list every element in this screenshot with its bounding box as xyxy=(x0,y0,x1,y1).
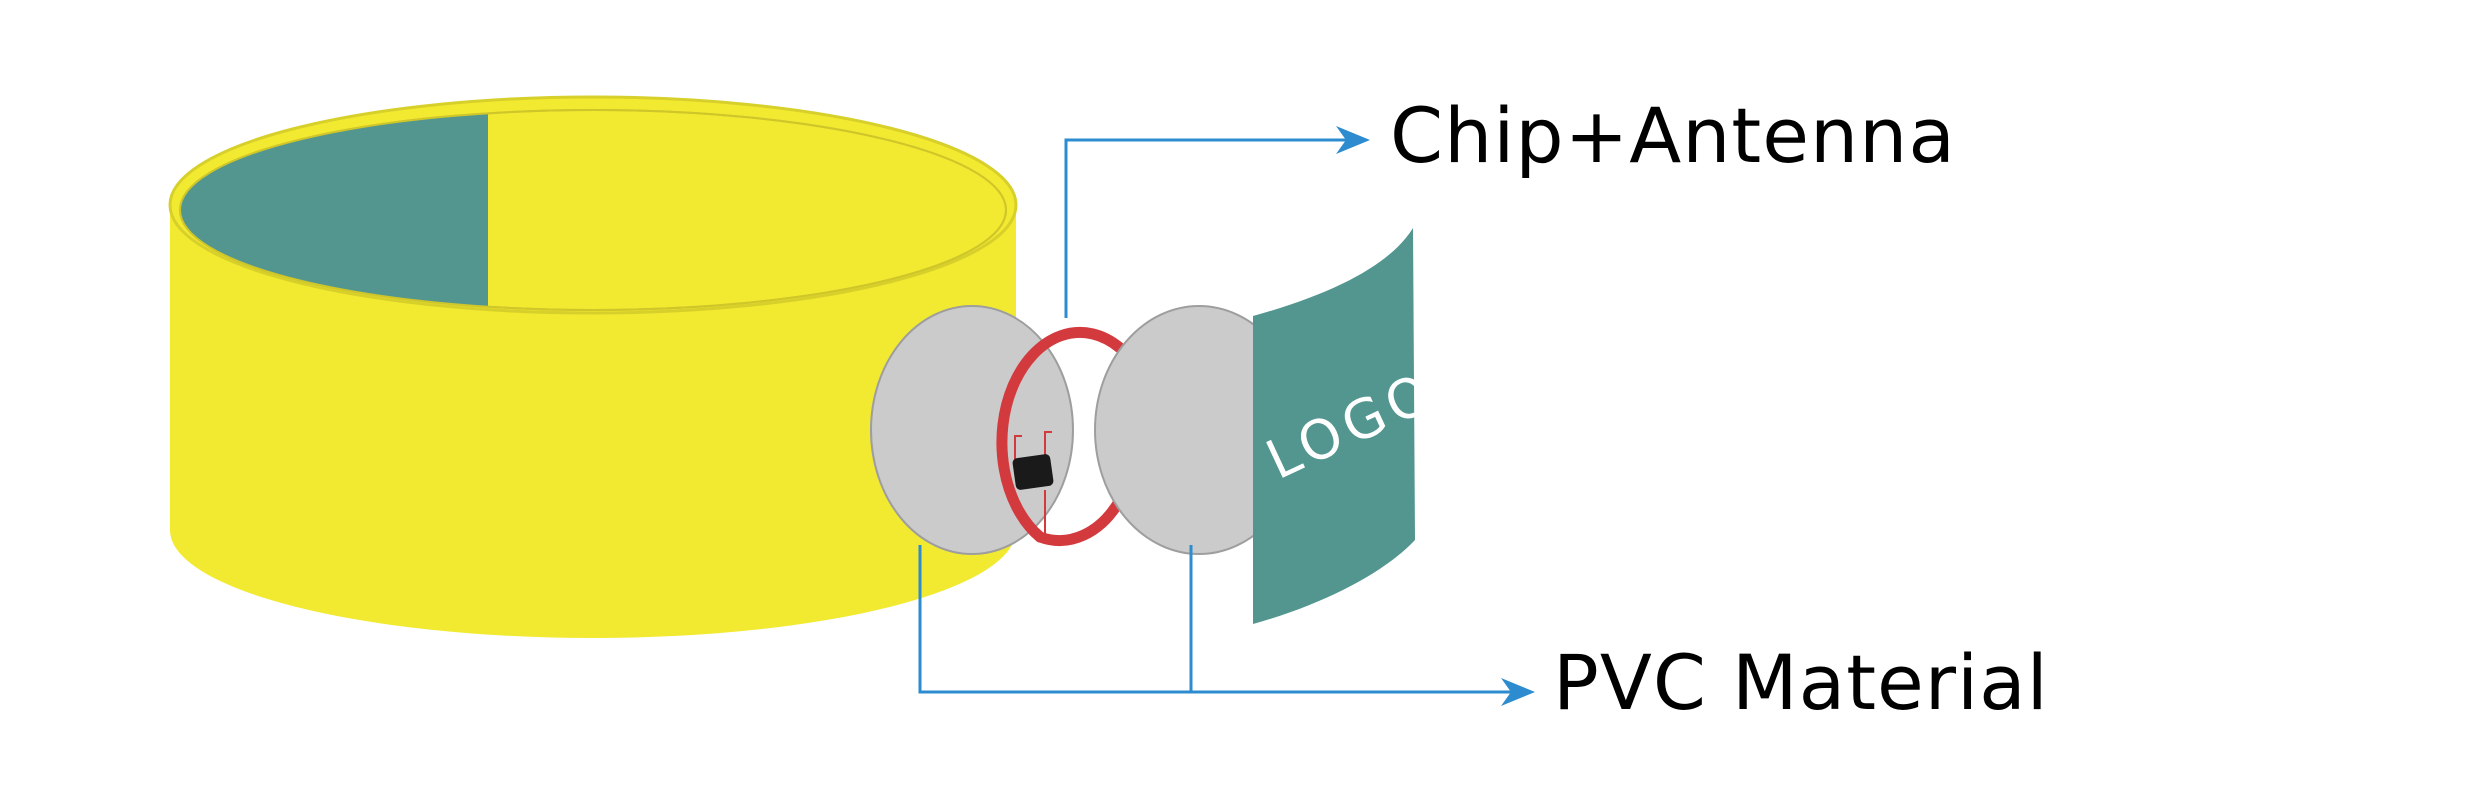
pvc-material-label: PVC Material xyxy=(1553,638,2049,727)
callout-pvc-material xyxy=(918,545,1535,706)
arrow-right-icon xyxy=(1336,126,1370,154)
chip-antenna-label: Chip+Antenna xyxy=(1390,91,1956,180)
arrow-right-icon xyxy=(1501,678,1535,706)
chip-icon xyxy=(1012,454,1054,490)
wristband-illustration xyxy=(168,95,1018,638)
callout-chip-antenna xyxy=(1064,126,1370,318)
logo-panel xyxy=(1253,228,1415,624)
